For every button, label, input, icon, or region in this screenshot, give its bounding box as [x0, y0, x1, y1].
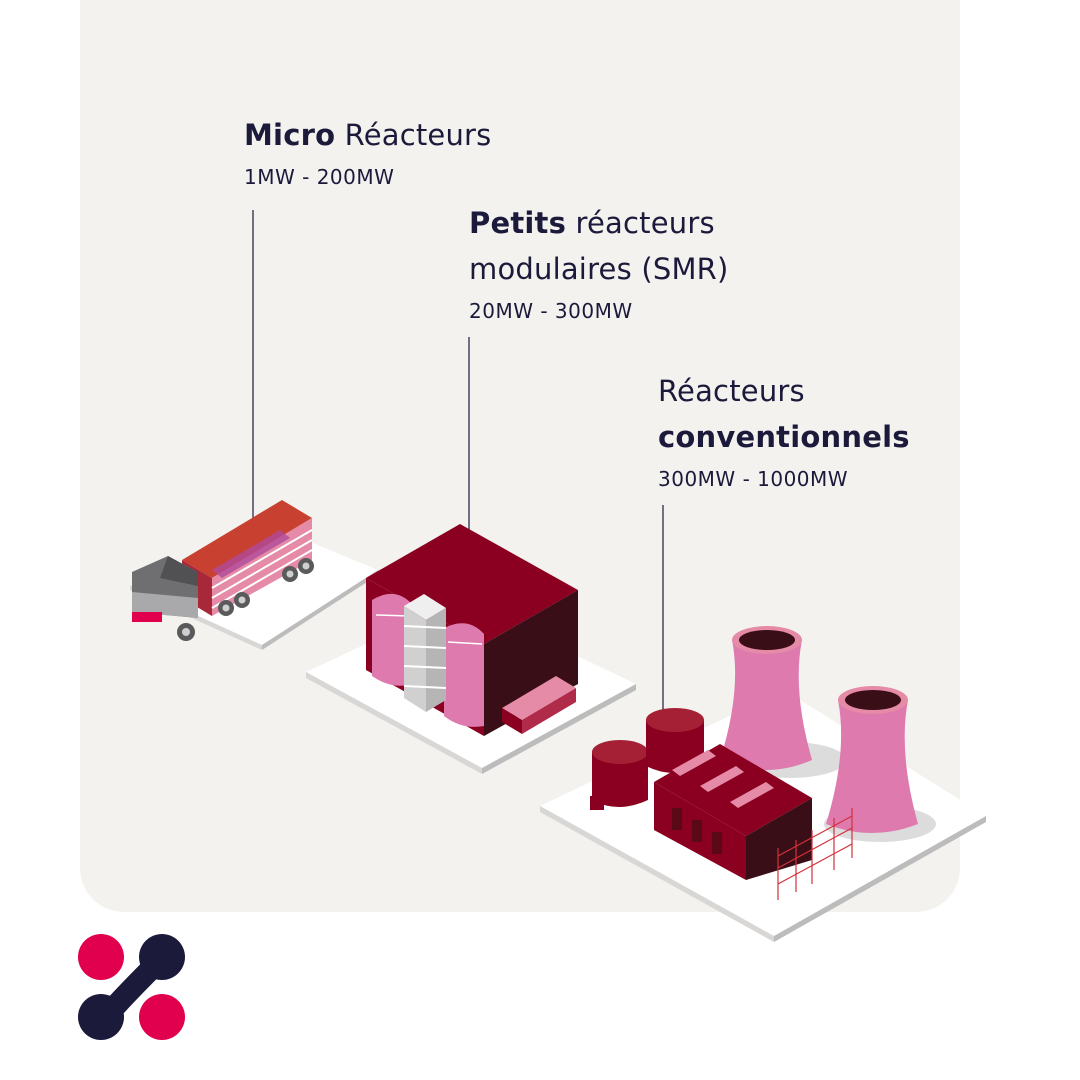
micro-title: Réacteurs	[344, 118, 492, 152]
conv-bold: conventionnels	[658, 420, 910, 454]
label-conventional: Réacteurs conventionnels 300MW - 1000MW	[658, 368, 910, 494]
label-smr: Petits réacteurs modulaires (SMR) 20MW -…	[469, 200, 729, 326]
conv-title-1: Réacteurs	[658, 374, 805, 408]
logo-dot-bottom-left	[78, 994, 124, 1040]
brand-logo	[78, 934, 185, 1040]
smr-range: 20MW - 300MW	[469, 299, 633, 323]
conv-range: 300MW - 1000MW	[658, 467, 849, 491]
smr-title-1: réacteurs	[575, 206, 715, 240]
truck-reactor-icon	[130, 500, 378, 650]
micro-bold: Micro	[244, 118, 336, 152]
smr-title-2: modulaires (SMR)	[469, 252, 729, 286]
power-plant-icon	[540, 626, 986, 942]
logo-dot-top-right	[139, 934, 185, 980]
smr-building-icon	[306, 524, 636, 774]
micro-range: 1MW - 200MW	[244, 165, 395, 189]
logo-dot-top-left	[78, 934, 124, 980]
label-micro-reactors: Micro Réacteurs 1MW - 200MW	[244, 112, 491, 192]
logo-dot-bottom-right	[139, 994, 185, 1040]
smr-bold: Petits	[469, 206, 567, 240]
